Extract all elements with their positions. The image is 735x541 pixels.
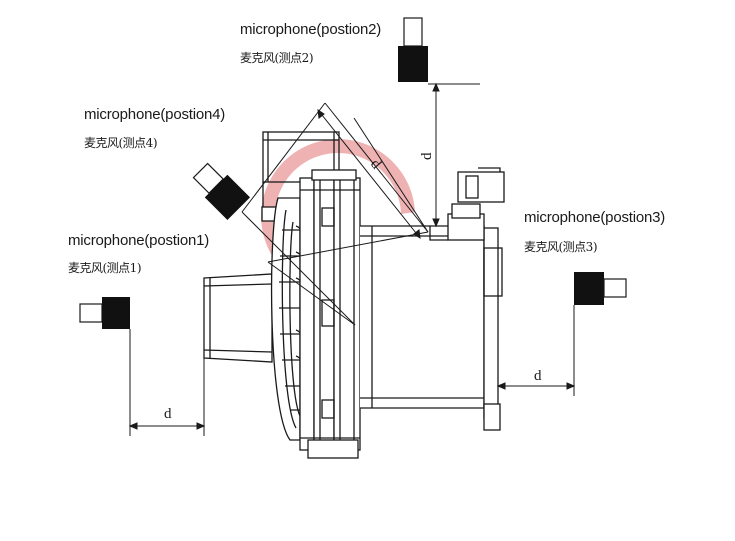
mic-label-position-1: microphone(postion1) xyxy=(68,232,210,249)
dimension-label-left: d xyxy=(164,406,172,422)
mic-capsule xyxy=(403,17,423,47)
mic-body xyxy=(102,297,130,329)
dimension-label-top: d xyxy=(419,152,435,160)
mic-label-cn-position-3: 麦克风(测点3) xyxy=(524,240,598,254)
left-outlet-pipe xyxy=(203,273,273,363)
microphone-position-4 xyxy=(192,162,251,221)
mic-label-position-2: microphone(postion2) xyxy=(240,21,382,38)
pump-body xyxy=(203,131,505,459)
mic-capsule xyxy=(603,278,627,298)
end-cap xyxy=(429,167,505,431)
motor-housing xyxy=(360,225,485,409)
flange-plates xyxy=(299,169,361,459)
mic-body xyxy=(574,272,604,305)
dimension-label-right: d xyxy=(534,368,542,384)
volute-housing xyxy=(270,197,312,441)
mic-label-cn-position-1: 麦克风(测点1) xyxy=(68,261,142,275)
mic-capsule xyxy=(79,303,103,323)
dimension-lines xyxy=(128,82,576,436)
mic-label-position-4: microphone(postion4) xyxy=(84,106,226,123)
microphone-position-3 xyxy=(574,272,627,305)
mic-label-position-3: microphone(postion3) xyxy=(524,209,666,226)
mic-body xyxy=(398,46,428,82)
microphone-position-1 xyxy=(79,297,130,329)
microphone-position-2 xyxy=(398,17,428,82)
mic-body xyxy=(204,174,251,221)
mic-label-cn-position-2: 麦克风(测点2) xyxy=(240,51,314,65)
mic-label-cn-position-4: 麦克风(测点4) xyxy=(84,136,158,150)
